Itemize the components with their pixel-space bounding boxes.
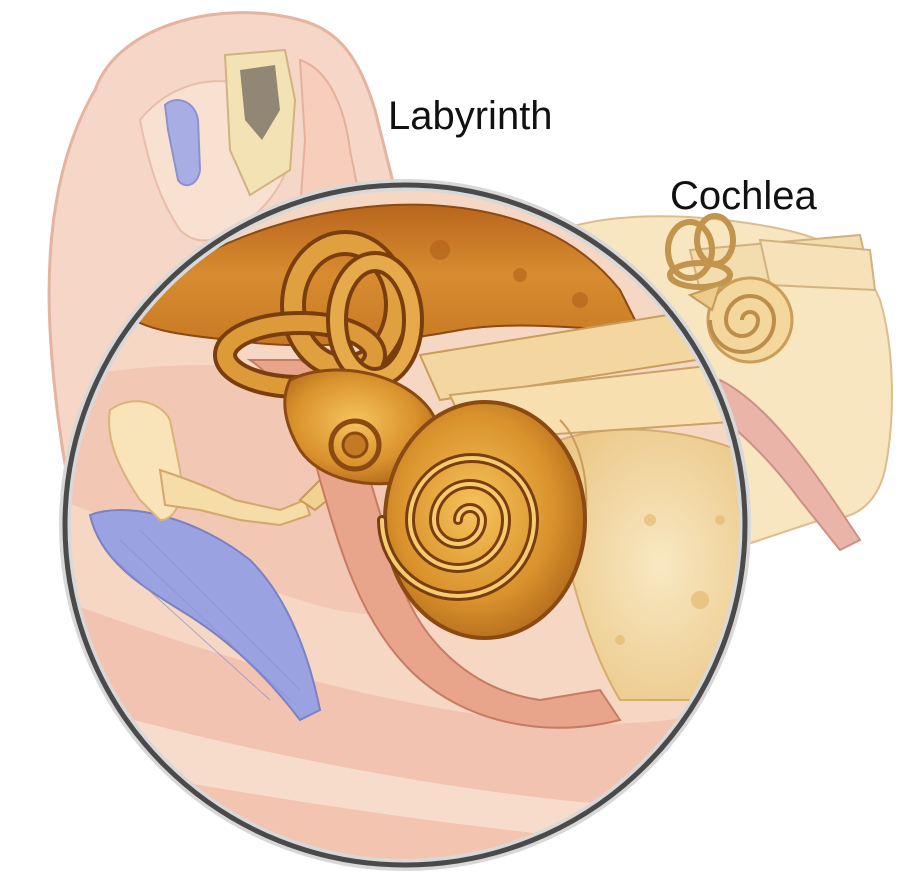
label-cochlea: Cochlea [670,176,817,216]
small-cochlea [708,278,792,362]
cochlea-spiral [382,402,585,638]
label-labyrinth: Labyrinth [388,96,553,136]
